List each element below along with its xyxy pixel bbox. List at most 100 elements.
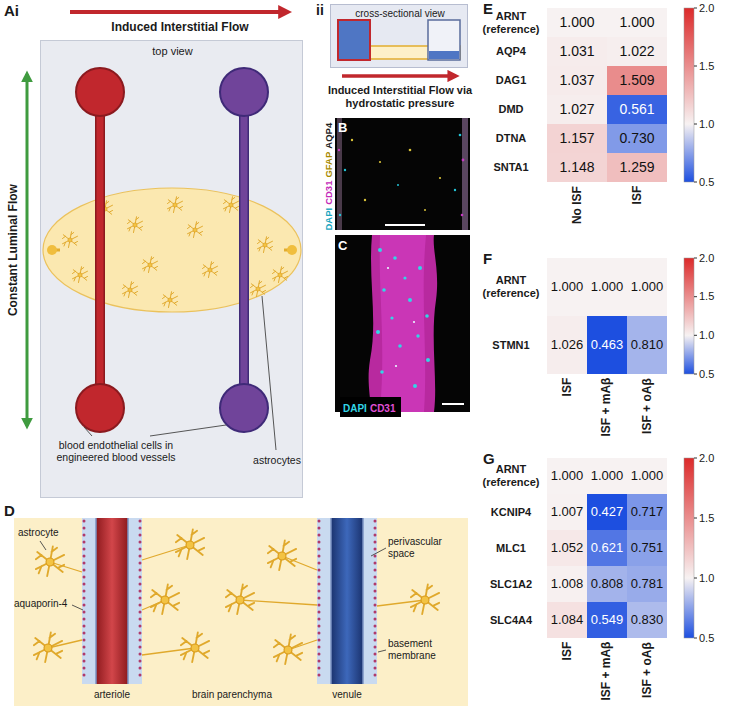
panel-letter: ii (316, 2, 324, 19)
astrocyte-endfeet (282, 556, 317, 570)
micrograph-c (378, 248, 382, 252)
callout-label: venule (332, 689, 361, 701)
colorbar-tick: 1.5 (699, 512, 714, 525)
micrograph-c (376, 248, 430, 388)
basement-membrane (362, 518, 364, 684)
heatmap-cell: 1.008 (547, 566, 587, 602)
flow-label: Induced Interstitial Flow (111, 20, 248, 34)
micrograph-b (409, 149, 412, 152)
heatmap-cell: 0.717 (627, 494, 667, 530)
micrograph-b (397, 184, 399, 186)
colorbar (694, 8, 697, 638)
gene-name: ARNT (reference) (478, 10, 544, 36)
micrograph-c (387, 267, 389, 269)
venule-vessel (331, 518, 363, 684)
panel-letter: D (4, 502, 15, 520)
colorbar (694, 8, 697, 9)
gene-name: DMD (478, 103, 544, 116)
astrocyte-symbols (176, 529, 204, 559)
colorbar (694, 518, 697, 519)
astrocyte-symbols (163, 292, 178, 308)
heatmap-cell: 1.509 (607, 66, 667, 95)
engineered-vessel-vein (220, 384, 268, 432)
gene-name: SLC4A4 (478, 614, 544, 627)
micrograph-c (413, 384, 417, 388)
micrograph-b (338, 149, 340, 151)
colorbar-tick: 1.0 (699, 118, 714, 131)
heatmap-cell: 1.000 (587, 258, 627, 316)
interstitial-flow-arrow (70, 10, 288, 14)
micrograph-b (335, 118, 470, 230)
scale-bar (442, 403, 464, 405)
flow-label: Constant Luminal Flow (6, 184, 20, 316)
perivascular-space (82, 518, 142, 684)
micrograph-c (387, 267, 415, 367)
astrocyte-symbols (168, 197, 183, 213)
colorbar (694, 182, 697, 183)
engineered-vessel-vein (220, 68, 268, 116)
colorbar-tick: 2.0 (699, 452, 714, 465)
heatmap-cell: 1.000 (607, 8, 667, 37)
aquaporin-dots (84, 521, 375, 682)
heatmap-cell: 1.000 (627, 458, 667, 494)
heatmap-cell: 1.022 (607, 37, 667, 66)
heatmap-cell: 0.808 (587, 566, 627, 602)
astrocyte-symbols (273, 267, 288, 283)
flow-label: Induced Interstitial Flow via hydrostati… (325, 84, 475, 110)
colorbar (694, 335, 697, 336)
colorbar (694, 578, 697, 579)
gene-name: AQP4 (478, 45, 544, 58)
colorbar-tick: 1.0 (699, 329, 714, 342)
colorbar-tick: 2.0 (699, 2, 714, 15)
heatmap-cell: 0.751 (627, 530, 667, 566)
heatmap-cell: 0.621 (587, 530, 627, 566)
basement-membrane (95, 518, 97, 684)
colorbar-tick: 1.0 (699, 572, 714, 585)
micrograph-c (403, 276, 406, 279)
reservoir-water (429, 51, 459, 59)
astrocyte-endfeet (48, 545, 425, 655)
astrocyte-symbols (251, 281, 266, 297)
column-header: ISF (560, 378, 574, 397)
heatmap-cell: 0.830 (627, 602, 667, 638)
brain-parenchyma (14, 518, 468, 706)
leader-line (40, 541, 386, 652)
stain-name: DAPI (323, 208, 334, 231)
astrocyte-symbols (143, 257, 158, 273)
colorbar (694, 458, 697, 459)
view-title: cross-sectional view (331, 8, 469, 20)
stain-legend: DAPICD31 (340, 397, 401, 417)
arteriole-vessel (96, 518, 128, 684)
astrocyte-symbols (63, 232, 78, 248)
engineered-vessel-vein (241, 92, 248, 408)
stain-name: DAPI (343, 403, 367, 415)
leader-line (40, 541, 46, 550)
panel-letter: C (338, 238, 347, 253)
micrograph-b (335, 118, 470, 230)
micrograph-b (351, 139, 441, 211)
heatmap-cell: 1.037 (547, 66, 607, 95)
micrograph-c (382, 288, 386, 292)
micrograph-b (462, 159, 465, 162)
colorbar (694, 638, 697, 639)
micrograph-b (364, 199, 366, 201)
callout-label: perivascular space (388, 536, 464, 560)
heatmap-cell: 1.259 (607, 153, 667, 182)
gel-ellipse (43, 188, 301, 312)
micrograph-c (418, 266, 422, 270)
micrograph-b (379, 161, 381, 163)
astrocyte-symbols (123, 282, 138, 298)
micrograph-c (426, 358, 430, 362)
heatmap-cell: 0.781 (627, 566, 667, 602)
callout-label: astrocyte (18, 527, 59, 539)
engineered-vessel-artery (97, 92, 104, 408)
panel-letter: E (483, 0, 493, 18)
heatmap-cell: 1.148 (547, 153, 607, 182)
astrocyte-symbols (203, 262, 218, 278)
gene-name: ARNT (reference) (478, 274, 544, 300)
colorbar (694, 124, 697, 125)
astrocyte-symbols (36, 546, 64, 576)
reservoir-full (338, 20, 370, 60)
heatmap-cell: 1.000 (627, 258, 667, 316)
micrograph-c (393, 256, 397, 260)
